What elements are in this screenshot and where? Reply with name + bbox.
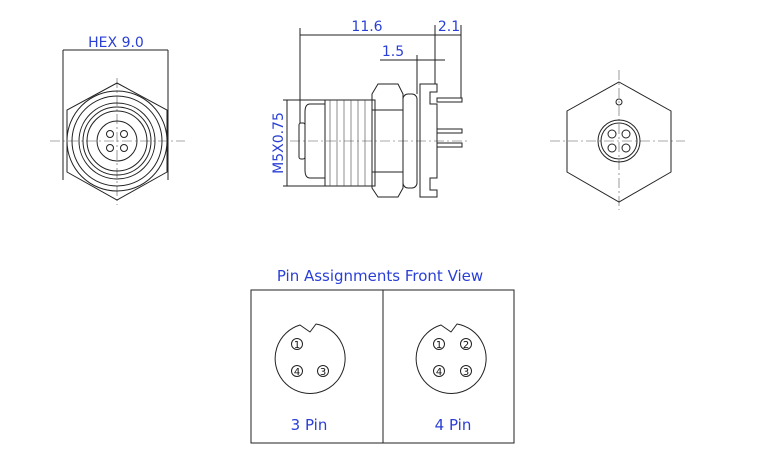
length-dimension-label: 11.6	[351, 19, 382, 35]
flange-dimension-label: 1.5	[382, 44, 404, 60]
pin-assignment-table: Pin Assignments Front View 1 4 3 3 Pin 1…	[250, 267, 515, 444]
svg-text:3: 3	[320, 367, 326, 378]
hex-dimension-label: HEX 9.0	[88, 35, 144, 51]
thread-lines	[329, 100, 373, 186]
pin-layout-3: 1 4 3 3 Pin	[274, 323, 346, 434]
back-view-right	[550, 70, 685, 210]
svg-text:4: 4	[294, 367, 300, 378]
svg-text:1: 1	[294, 340, 300, 351]
svg-text:4: 4	[436, 367, 442, 378]
svg-text:1: 1	[436, 340, 442, 351]
side-view: 11.6 2.1 1.5 M5X0.75	[271, 19, 470, 198]
thread-dimension-label: M5X0.75	[271, 112, 287, 174]
front-view-left: HEX 9.0	[50, 35, 185, 205]
svg-text:2: 2	[463, 340, 469, 351]
pin-layout-4: 1 2 4 3 4 Pin	[415, 323, 487, 434]
svg-text:3: 3	[463, 367, 469, 378]
table-title: Pin Assignments Front View	[277, 267, 483, 285]
pin-length-dimension-label: 2.1	[438, 19, 460, 35]
label-4-pin: 4 Pin	[435, 416, 472, 434]
label-3-pin: 3 Pin	[291, 416, 328, 434]
